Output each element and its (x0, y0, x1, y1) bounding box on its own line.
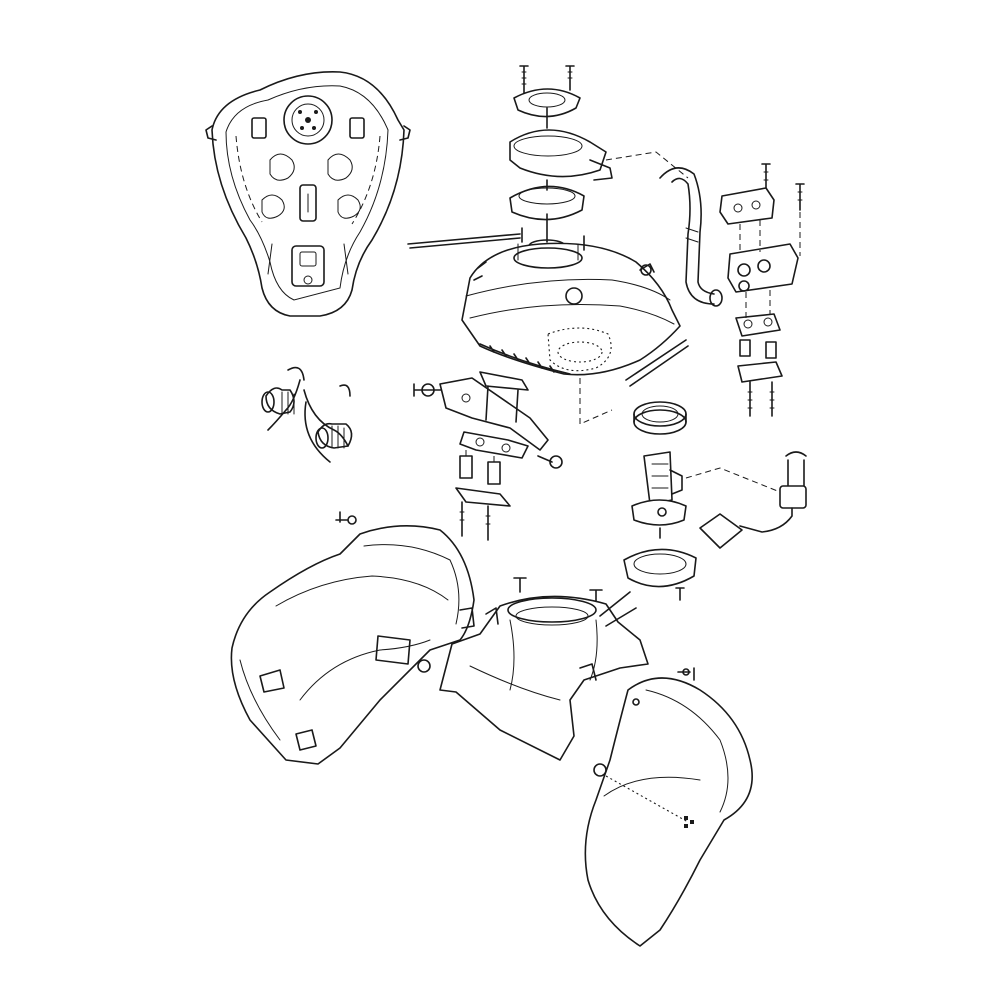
tank-damper-springs (261, 366, 353, 463)
leader-line-cap-hose (605, 151, 689, 179)
fuel-tank-underside-view (205, 71, 411, 317)
tank-mount-bracket-center (413, 371, 563, 541)
leader-line-pump-connector (685, 467, 781, 493)
fuel-pump-connector (699, 451, 807, 549)
tank-side-panel-right (584, 667, 753, 947)
tank-mount-bracket-right (719, 163, 805, 417)
fuel-pump-assembly (623, 401, 697, 601)
leader-line-tank-pump (579, 378, 613, 425)
fuel-cap-assembly (509, 65, 613, 253)
tank-cover-center (439, 577, 649, 761)
fuel-tank (407, 227, 689, 387)
breather-hose (659, 167, 723, 307)
tank-cover-left (230, 511, 475, 765)
